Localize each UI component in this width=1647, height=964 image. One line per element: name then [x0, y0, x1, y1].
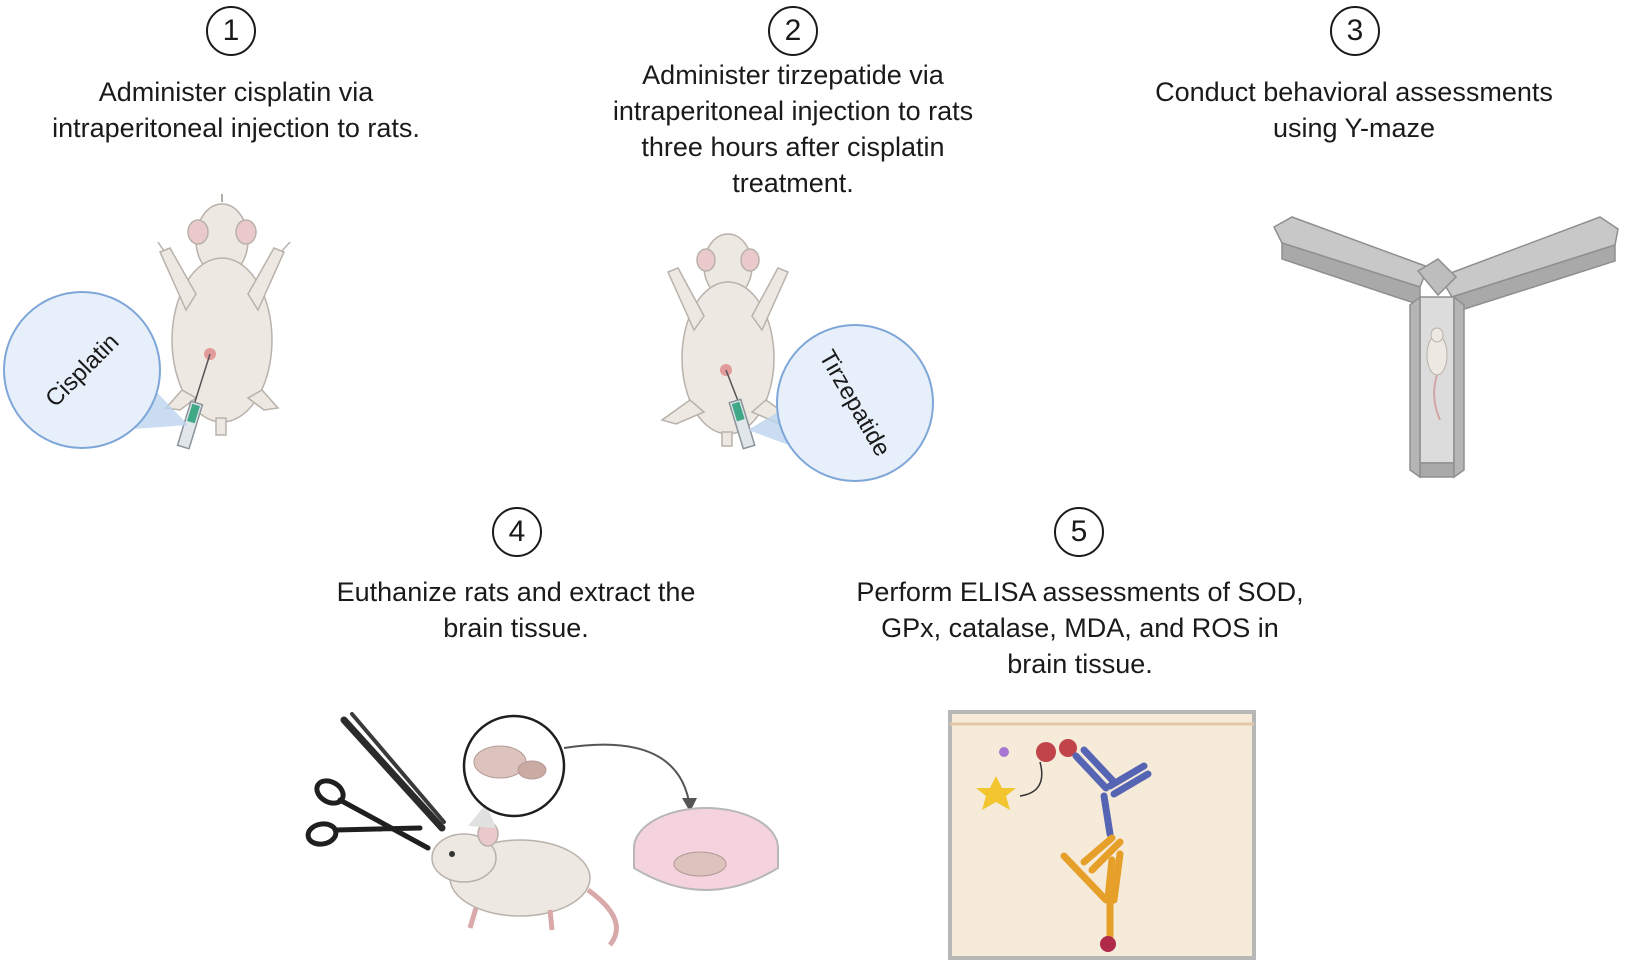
rat-supine-icon	[157, 194, 291, 436]
cisplatin-zoom-circle	[3, 291, 161, 449]
step-2-illustration: Tirzepatide	[660, 233, 934, 482]
reaction-arrow	[1019, 761, 1043, 797]
step-5-text: Perform ELISA assessments of SOD, GPx, c…	[856, 577, 1304, 679]
transfer-arrow	[563, 743, 691, 809]
step-3-number: 3	[1330, 6, 1380, 56]
step-1-illustration: Cisplatin	[3, 194, 291, 450]
step-1-text: Administer cisplatin via intraperitoneal…	[52, 77, 420, 143]
petri-dish-icon	[633, 807, 779, 891]
elisa-illustration	[948, 710, 1256, 960]
brain-icon	[473, 745, 547, 780]
capture-antibody-icon	[1060, 834, 1124, 940]
tirzepatide-zoom-circle	[776, 324, 934, 482]
step-1-number: 1	[206, 6, 256, 56]
step-2-number: 2	[768, 6, 818, 56]
step-4-text: Euthanize rats and extract the brain tis…	[336, 577, 696, 643]
plate-bound-antigen-icon	[1100, 936, 1116, 952]
step-3-text: Conduct behavioral assessments using Y-m…	[1155, 77, 1553, 143]
step-2-text: Administer tirzepatide via intraperitone…	[612, 60, 974, 198]
syringe-icon	[725, 369, 756, 450]
y-maze-illustration	[1273, 216, 1619, 479]
substrate-icon	[999, 747, 1009, 757]
y-maze-center	[1416, 258, 1458, 297]
elisa-well	[948, 710, 1256, 960]
y-maze-bottom-arm	[1419, 296, 1455, 464]
scissors-icon	[305, 778, 431, 851]
enzyme-icon	[1036, 739, 1077, 762]
rat-side-icon	[431, 821, 619, 947]
zoom-cone	[468, 804, 496, 828]
step-4-illustration	[305, 712, 779, 947]
rat-in-maze-icon	[1426, 327, 1448, 421]
step-4-number: 4	[492, 507, 542, 557]
step-5-number: 5	[1054, 507, 1104, 557]
rat-supine-icon	[660, 233, 796, 447]
forceps-icon	[340, 712, 446, 832]
product-star-icon	[976, 776, 1016, 810]
detection-antibody-icon	[1072, 746, 1152, 838]
